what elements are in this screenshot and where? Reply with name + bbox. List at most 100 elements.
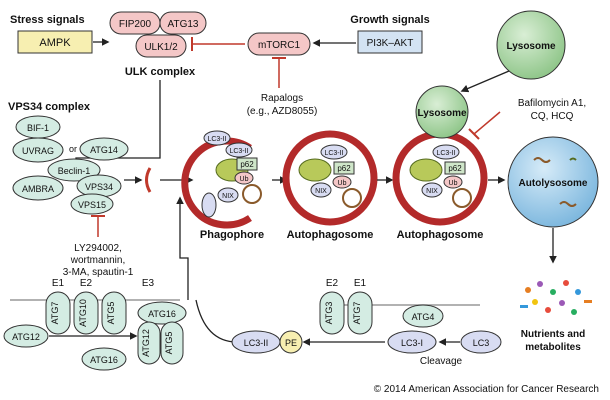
autophagosome-1-ub-label: Ub	[338, 180, 347, 187]
atg12-left-node	[3, 324, 49, 348]
nutrient-dot	[525, 287, 531, 293]
complex-to-phagophore-arrow	[176, 196, 189, 300]
e2-label-right: E2	[326, 278, 339, 289]
ulk12-label: ULK1/2	[144, 42, 178, 53]
atg10-label: ATG10	[78, 299, 88, 327]
ampk-label: AMPK	[39, 37, 71, 49]
atg14-node	[79, 137, 129, 161]
autophagosome-2-lc3-label: LC3-II	[436, 150, 455, 157]
autophagosome-2-ub	[443, 175, 463, 189]
atg3-label: ATG3	[324, 302, 334, 325]
phagophore-lc3-mid-label: LC3-II	[229, 148, 248, 155]
autophagosome-1-label: Autophagosome	[287, 229, 374, 241]
cleavage-label: Cleavage	[420, 356, 463, 367]
bafilomycin-inhibit-line	[473, 111, 501, 135]
phagophore-nix-label: NIX	[222, 193, 234, 200]
pe-label: PE	[285, 338, 297, 348]
nutrients-line-1: Nutrients and	[521, 329, 585, 340]
bafilomycin-line-2: CQ, HCQ	[531, 111, 574, 122]
lysosome-fusing-label: Lysosome	[417, 108, 467, 119]
lc3i-node	[387, 330, 437, 354]
inhibitor-line-1: LY294002,	[74, 243, 122, 254]
autophagosome-1-ub	[332, 175, 352, 189]
inhibitor-line-2: wortmannin,	[70, 255, 125, 266]
nutrient-dot	[537, 281, 543, 287]
nutrient-dot	[550, 289, 556, 295]
phagophore-p62	[236, 157, 258, 171]
autolysosome-label: Autolysosome	[519, 178, 588, 189]
nutrient-rod	[520, 305, 528, 308]
lysosome-fusing	[415, 85, 469, 139]
growth-signals-label: Growth signals	[350, 14, 429, 26]
atg12-left-label: ATG12	[12, 332, 40, 342]
atg10-node	[73, 291, 99, 335]
autophagosome-2-label: Autophagosome	[397, 229, 484, 241]
autophagosome-1-membrane	[282, 130, 378, 226]
phagophore-ub	[234, 171, 254, 185]
nutrient-dot	[563, 280, 569, 286]
atg5-left-node	[101, 291, 127, 335]
copyright-notice: © 2014 American Association for Cancer R…	[374, 384, 599, 395]
atg13-label: ATG13	[168, 19, 199, 30]
autophagosome-2-nix-label: NIX	[426, 188, 438, 195]
autophagosome-1-lc3-label: LC3-II	[324, 150, 343, 157]
nutrient-dot	[545, 307, 551, 313]
pe-node	[279, 330, 303, 354]
atg16-complex-node	[137, 301, 187, 325]
autophagosome-2-mito	[409, 158, 443, 182]
atg12-complex-label: ATG12	[141, 329, 151, 357]
atg7-left-label: ATG7	[50, 302, 60, 325]
autophagosome-2-p62	[444, 161, 466, 175]
atg16-bottom-label: ATG16	[90, 355, 118, 365]
phagophore-ub-label: Ub	[240, 176, 249, 183]
rapalogs-label: Rapalogs	[261, 93, 303, 104]
ulk12-node	[135, 34, 187, 58]
autophagosome-1-lc3	[320, 144, 348, 160]
nutrient-dot	[571, 309, 577, 315]
beclin1-label: Beclin-1	[58, 166, 91, 176]
lc3-node	[460, 330, 502, 354]
atg13-node	[159, 11, 207, 35]
autophagosome-2-p62-label: p62	[448, 164, 462, 173]
atg5-left-label: ATG5	[106, 302, 116, 325]
mtorc1-label: mTORC1	[258, 40, 300, 51]
autophagosome-1: LC3-II p62 Ub NIX	[282, 130, 378, 226]
beclin1-node	[47, 158, 101, 182]
atg5-complex-label: ATG5	[164, 332, 174, 355]
atg7-right-label: ATG7	[352, 302, 362, 325]
autophagosome-2-aggregate	[452, 188, 472, 208]
vps34-complex: BIF-1 UVRAG or ATG14 Beclin-1 AMBRA VPS3…	[12, 115, 129, 215]
phagophore-lc3-mid	[225, 142, 253, 158]
atg3-node	[319, 291, 345, 335]
lc3ii-curve	[195, 299, 238, 343]
stress-signals-label: Stress signals	[10, 14, 85, 26]
vps34-label: VPS34	[85, 182, 113, 192]
ampk-box	[17, 30, 93, 54]
lysosome-top	[496, 10, 566, 80]
autophagosome-1-mito	[298, 158, 332, 182]
autophagosome-1-p62-label: p62	[337, 164, 351, 173]
nutrients-line-2: metabolites	[525, 342, 581, 353]
nutrient-dot	[532, 299, 538, 305]
ambra-node	[12, 175, 64, 201]
lc3ii-bottom-label: LC3-II	[244, 338, 269, 348]
bafilomycin-inhibit-bar	[468, 128, 480, 140]
lc3-label: LC3	[473, 338, 490, 348]
phagophore-lc3-top-label: LC3-II	[207, 136, 226, 143]
lysosome-to-fusion-arrow	[460, 70, 510, 93]
autophagosome-2-nix	[421, 182, 443, 198]
atg12-atg5-atg16-complex: ATG16 ATG12 ATG5	[137, 301, 187, 365]
pi3k-akt-label: PI3K–AKT	[367, 38, 414, 49]
autophagosome-1-nix-label: NIX	[315, 188, 327, 195]
uvrag-label: UVRAG	[22, 146, 54, 156]
atg16-bottom-node	[81, 347, 127, 371]
vps34-complex-title: VPS34 complex	[8, 101, 91, 113]
nutrient-rod	[584, 300, 592, 303]
ulk-complex-label: ULK complex	[125, 66, 196, 78]
autophagosome-2-lc3	[432, 144, 460, 160]
atg7-right-node	[347, 291, 373, 335]
autophagosome-1-nix	[310, 182, 332, 198]
e1-label-right: E1	[354, 278, 367, 289]
atg16-complex-label: ATG16	[148, 309, 176, 319]
inhibitor-line-3: 3-MA, spautin-1	[63, 267, 134, 278]
